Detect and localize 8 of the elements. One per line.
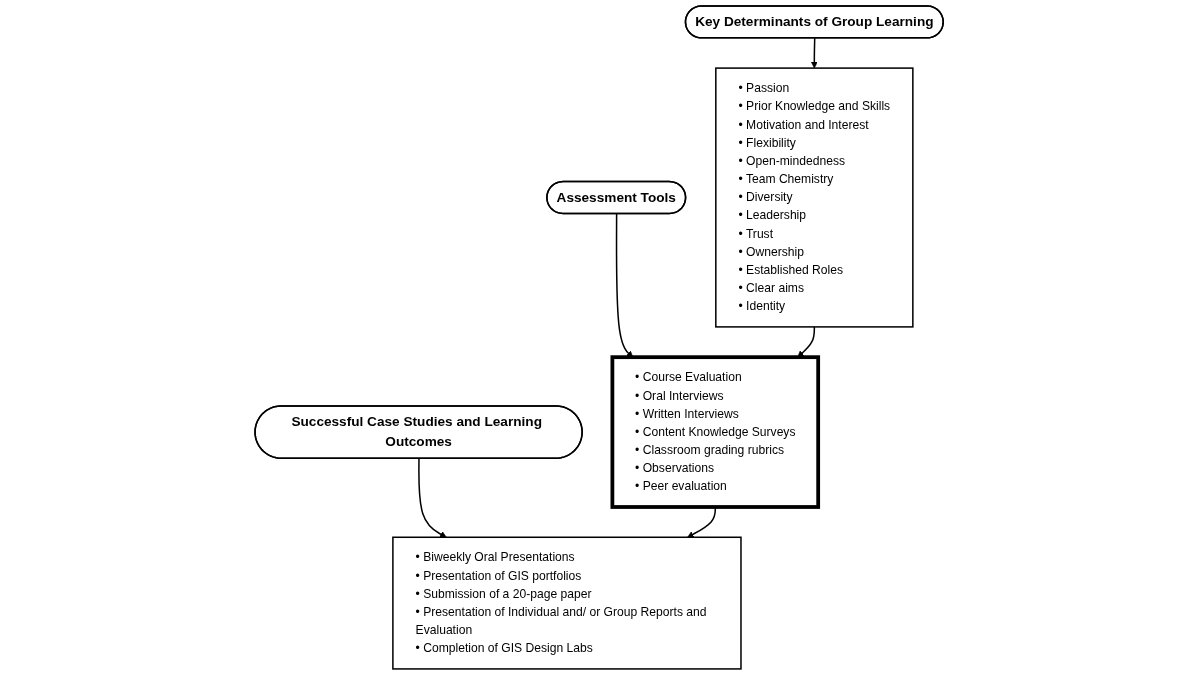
arrow (615, 213, 634, 358)
arrow (418, 457, 447, 538)
node-box: • Biweekly Oral Presentations • Presentation of GIS portfolios • Submission of a 20-page paper • Presentation of Individual and/ or Group Reports and Evaluation • Completion of GIS Design Labs (392, 536, 742, 670)
arrow (687, 506, 716, 538)
node-box: • Passion • Prior Knowledge and Skills • Motivation and Interest • Flexibility • Open-mindedness • Team Chemistry • Diversity • Leadership • Trust • Ownership • Established Roles • Clear aims • Identity (714, 67, 914, 328)
node-box: • Course Evaluation • Oral Interviews • Written Interviews • Content Knowledge Surveys • Classroom grading rubrics • Observations • Peer evaluation (610, 355, 820, 509)
arrow (810, 37, 818, 69)
arrow (797, 326, 815, 358)
